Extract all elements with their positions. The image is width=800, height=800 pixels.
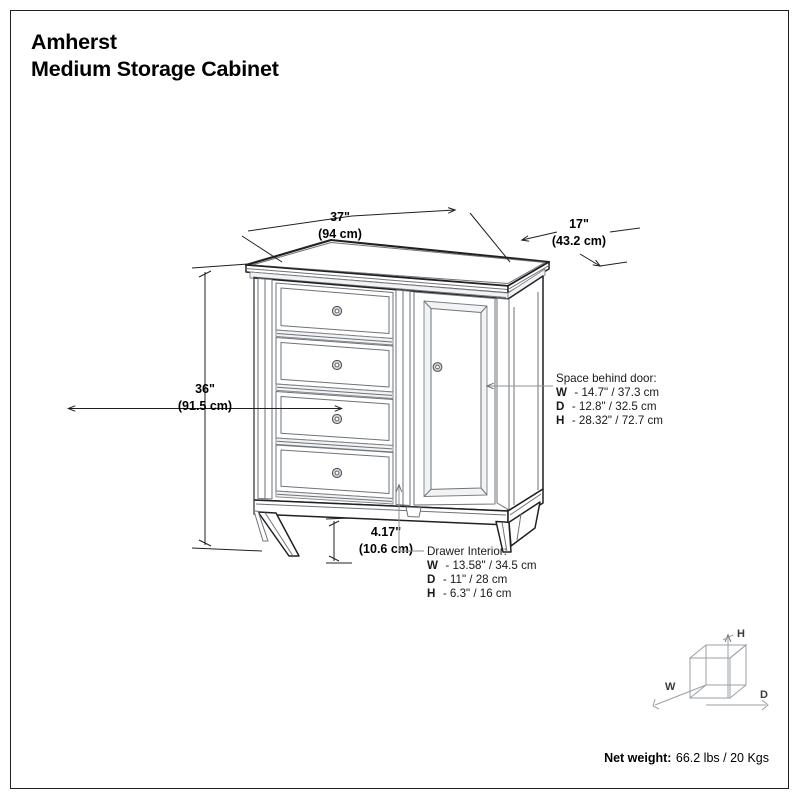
drawer-interior-heading: Drawer Interior: (427, 545, 507, 558)
drawer-4[interactable] (275, 444, 394, 505)
space-behind-door-row-2: H - 28.32" / 72.7 cm (556, 411, 663, 428)
drawer-bank (275, 282, 394, 505)
svg-text:Net weight: 66.2 lbs: Net weight: 66.2 lbs / 20 Kgs (604, 749, 769, 766)
center-foot (405, 506, 422, 518)
dimension-leg-clearance: 4.17" (10.6 cm) (325, 517, 413, 564)
height-label-metric: (91.5 cm) (178, 399, 232, 413)
depth-label-metric: (43.2 cm) (552, 234, 606, 248)
space-behind-door-heading: Space behind door: (556, 372, 657, 385)
dimension-axis-legend: H W D (652, 628, 769, 711)
drawer-interior-row-0: W - 13.58" / 34.5 cm (427, 556, 537, 573)
page-title: Amherst Medium Storage Cabinet (31, 29, 279, 82)
dimension-depth: 17" (43.2 cm) (522, 217, 641, 266)
cabinet-legs (253, 501, 541, 557)
cabinet-illustration (244, 238, 551, 557)
space-behind-door-row-0: W - 14.7" / 37.3 cm (556, 383, 659, 400)
width-label-imperial: 37" (330, 210, 350, 224)
leg-clearance-label-metric: (10.6 cm) (359, 542, 413, 556)
height-label-imperial: 36" (195, 382, 215, 396)
cabinet-top (244, 238, 551, 300)
drawer-interior-row-2: H - 6.3" / 16 cm (427, 584, 511, 601)
legend-width-label: W (665, 681, 676, 693)
dimension-height: 36" (91.5 cm) (69, 263, 342, 552)
leg-front-right (495, 520, 512, 553)
width-label-metric: (94 cm) (318, 227, 362, 241)
product-subtitle: Medium Storage Cabinet (31, 56, 279, 81)
drawer-1[interactable] (275, 282, 394, 346)
legend-depth-label: D (760, 689, 768, 701)
legend-height-label: H (737, 628, 745, 640)
dimension-width: 37" (94 cm) (241, 210, 511, 263)
drawer-3[interactable] (275, 391, 394, 453)
depth-label-imperial: 17" (569, 217, 589, 231)
leg-rear-left (253, 510, 269, 542)
callout-space-behind-door: Space behind door: W - 14.7" / 37.3 cm D… (487, 372, 663, 428)
drawer-interior-row-1: D - 11" / 28 cm (427, 570, 507, 587)
space-behind-door-row-1: D - 12.8" / 32.5 cm (556, 397, 657, 414)
leg-rear-right (508, 501, 541, 547)
cabinet-door[interactable] (413, 291, 496, 506)
callout-drawer-interior: Drawer Interior: W - 13.58" / 34.5 cm D … (399, 485, 537, 601)
drawer-2[interactable] (275, 337, 394, 399)
net-weight-key: Net weight: (604, 751, 671, 765)
net-weight: Net weight: 66.2 lbs / 20 Kgs (604, 749, 769, 766)
net-weight-value: 66.2 lbs / 20 Kgs (676, 751, 769, 765)
leg-clearance-label-imperial: 4.17" (371, 525, 401, 539)
product-name: Amherst (31, 30, 117, 54)
